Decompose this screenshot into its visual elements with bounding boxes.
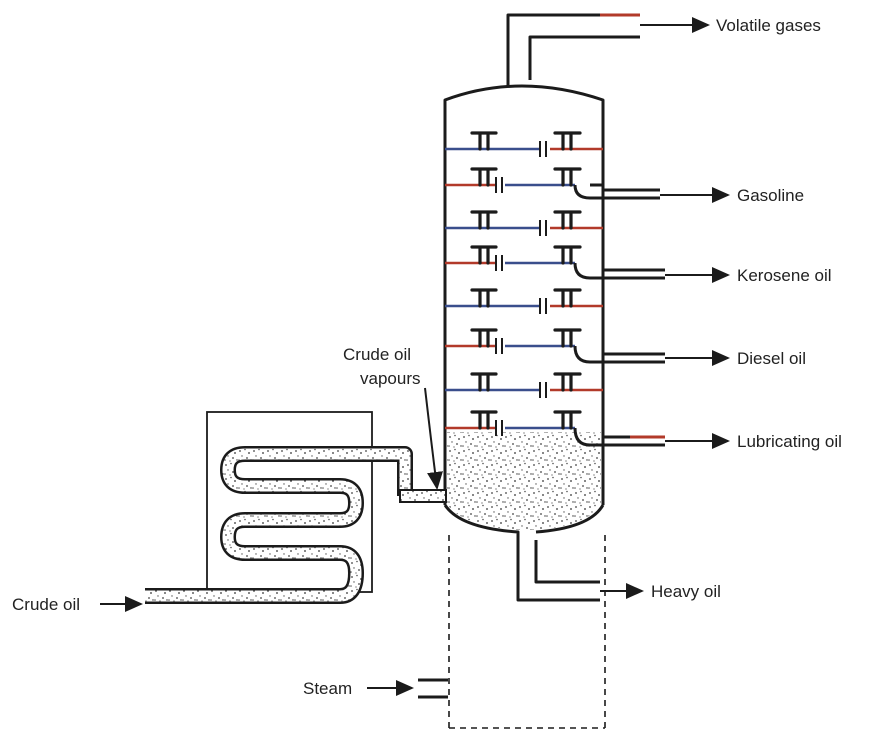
label-kerosene: Kerosene oil (737, 266, 832, 285)
label-steam: Steam (303, 679, 352, 698)
label-diesel: Diesel oil (737, 349, 806, 368)
label-gasoline: Gasoline (737, 186, 804, 205)
label-vapours-line1: Crude oil (343, 345, 411, 364)
label-lubricating: Lubricating oil (737, 432, 842, 451)
furnace (100, 387, 447, 612)
steam-inlet-housing (367, 535, 606, 729)
label-crude-oil: Crude oil (12, 595, 80, 614)
label-vapours-line2: vapours (360, 369, 420, 388)
label-volatile-gases: Volatile gases (716, 16, 821, 35)
bubble-cap-trays (445, 131, 603, 436)
heated-crude-liquid (447, 432, 601, 530)
volatile-gases-outlet (506, 13, 710, 86)
label-heavy-oil: Heavy oil (651, 582, 721, 601)
fractionating-column (443, 84, 605, 542)
side-draw-pipes (573, 183, 730, 449)
heavy-oil-outlet (516, 540, 644, 602)
